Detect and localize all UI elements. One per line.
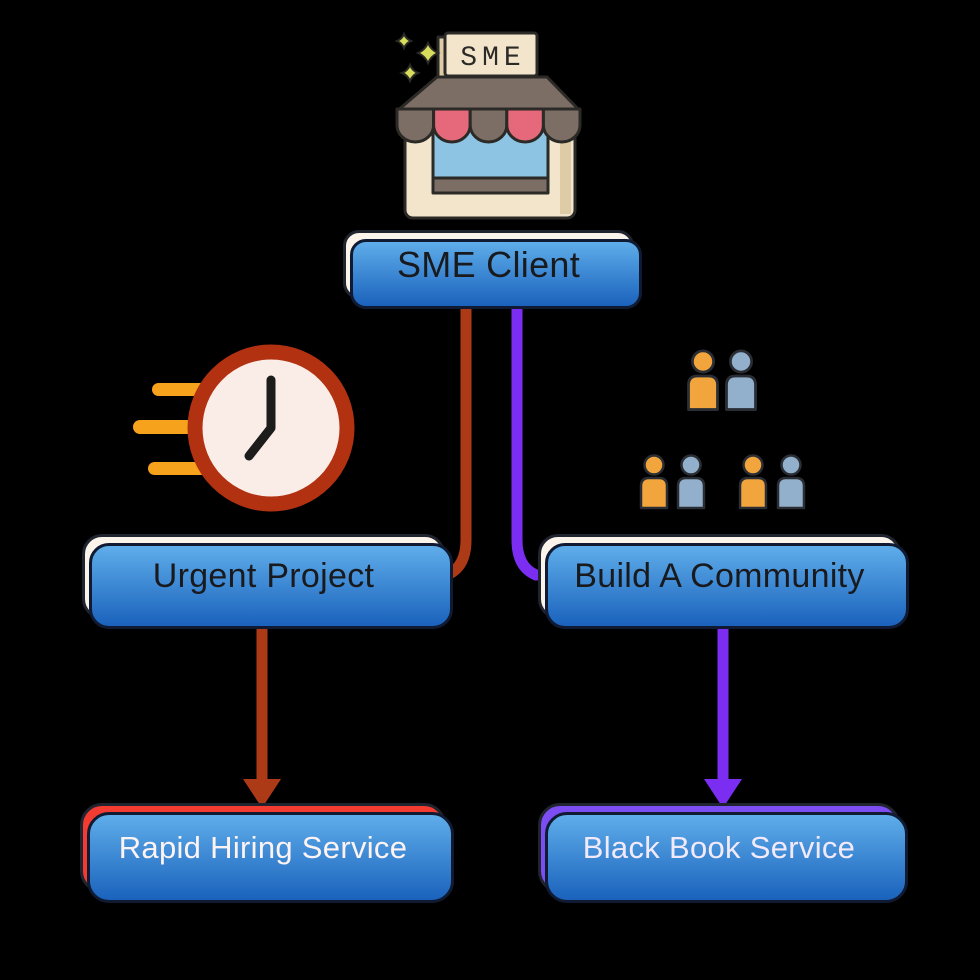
person-icon [687,349,719,411]
awning-scallop [468,107,509,144]
node-sme-client-label: SME Client [396,243,581,285]
node-urgent-project: Urgent Project [82,534,445,619]
sparkle-icon [415,40,441,66]
edge-client-urgent [441,290,472,581]
person-icon [676,454,706,510]
sparkle-icon [394,31,414,51]
awning-scallop [541,107,582,144]
node-rapid-hiring-service-label: Rapid Hiring Service [118,830,408,865]
awning-top [395,75,582,113]
person-icon [738,454,768,510]
node-build-community: Build A Community [538,534,901,619]
storefront-counter [431,176,550,195]
node-sme-client: SME Client [343,230,634,299]
person-icon [725,349,757,411]
person-icon [639,454,669,510]
awning-scallop [395,107,436,144]
sme-sign-text: SME [460,43,525,74]
node-build-community-label: Build A Community [574,557,865,595]
person-icon [776,454,806,510]
storefront-icon: SME [394,31,582,220]
edge-client-community [511,290,542,581]
node-black-book-service: Black Book Service [538,803,900,893]
node-urgent-project-label: Urgent Project [152,557,375,595]
awning-scallop [432,107,472,144]
people-group-icon [639,349,806,510]
fast-clock-icon [133,344,355,512]
sparkle-icon [399,62,421,84]
storefront-body-shade [560,117,571,214]
node-black-book-service-label: Black Book Service [582,830,856,865]
awning-scallop [505,107,545,144]
node-rapid-hiring-service: Rapid Hiring Service [80,803,446,893]
clock-hands [244,375,276,461]
